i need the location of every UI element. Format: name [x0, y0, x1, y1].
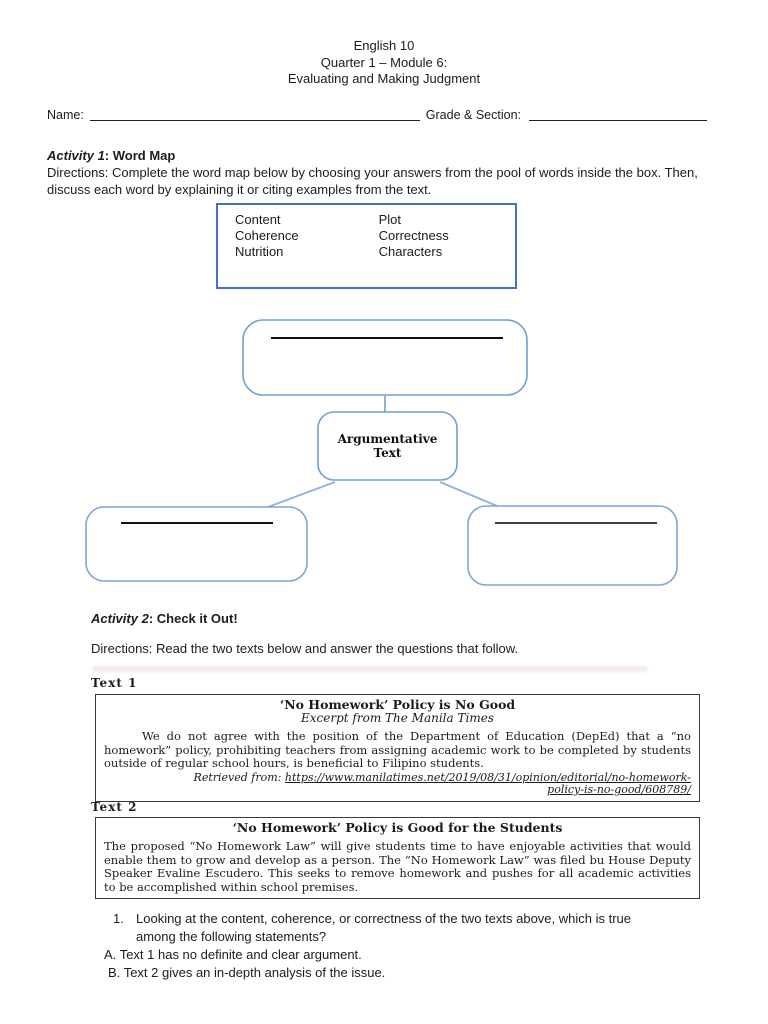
text1-box: ‘No Homework’ Policy is No Good Excerpt … [95, 694, 700, 802]
module-subtitle: Quarter 1 – Module 6: [320, 54, 448, 70]
text2-title: ‘No Homework’ Policy is Good for the Stu… [232, 820, 563, 835]
word-map-diagram [85, 319, 678, 586]
name-grade-row: Name: Grade & Section: [47, 106, 707, 122]
pool-word: Nutrition [235, 244, 284, 259]
text1-label: Text 1 [91, 676, 138, 690]
argumentative-text-label: Argumentative Text [337, 432, 438, 460]
name-blank-line [89, 106, 420, 121]
word-pool-column-2: Plot Correctness Characters [379, 212, 449, 260]
option-a: A. Text 1 has no definite and clear argu… [104, 946, 362, 964]
option-a-letter: A. [104, 947, 117, 962]
option-b-text: Text 2 gives an in-depth analysis of the… [123, 965, 386, 980]
pool-word: Characters [378, 244, 443, 259]
name-label: Name: [47, 108, 84, 122]
question-1-text: Looking at the content, coherence, or co… [136, 911, 631, 944]
pool-word: Correctness [378, 228, 449, 243]
source-url-line2[interactable]: policy-is-no-good/608789/ [547, 783, 691, 796]
word-map-top-box [242, 319, 528, 396]
module-topic: Evaluating and Making Judgment [287, 71, 481, 86]
activity2-heading: Activity 2: Check it Out! [91, 611, 238, 626]
question-1: 1. Looking at the content, coherence, or… [113, 910, 658, 945]
activity1-directions: Directions: Complete the word map below … [47, 165, 698, 197]
pool-word: Coherence [235, 228, 299, 243]
activity2-directions: Directions: Read the two texts below and… [91, 641, 519, 656]
word-pool-box: Content Coherence Nutrition Plot Correct… [216, 203, 517, 289]
text1-subtitle: Excerpt from The Manila Times [301, 711, 494, 725]
text1-body: We do not agree with the position of the… [104, 729, 691, 770]
course-title: English 10 [353, 38, 415, 53]
source-url-link[interactable]: https://www.manilatimes.net/2019/08/31/o… [285, 771, 691, 797]
pool-word: Content [235, 212, 281, 227]
text2-body: The proposed “No Homework Law” will give… [104, 839, 691, 894]
text1-title: ‘No Homework’ Policy is No Good [279, 697, 516, 712]
source-url-line1[interactable]: https://www.manilatimes.net/2019/08/31/o… [284, 770, 691, 784]
text1-source: Retrieved from: https://www.manilatimes.… [104, 770, 691, 797]
grade-section-label: Grade & Section: [425, 108, 521, 122]
scan-artifact-line [92, 666, 648, 672]
option-a-text: Text 1 has no definite and clear argumen… [119, 947, 362, 962]
activity2-title: : Check it Out! [148, 611, 238, 626]
question-1-number: 1. [113, 911, 124, 926]
activity2-label: Activity 2 [91, 611, 149, 626]
text2-label: Text 2 [91, 800, 138, 814]
word-map-center-box [317, 411, 458, 481]
word-map-bottom-left-box [85, 506, 308, 582]
word-map-bottom-right-box [467, 505, 678, 586]
option-b: B. Text 2 gives an in-depth analysis of … [108, 964, 385, 982]
document-header: English 10 Quarter 1 – Module 6: Evaluat… [0, 38, 768, 88]
source-prefix: Retrieved from: [193, 770, 285, 784]
activity1-label: Activity 1 [47, 148, 105, 163]
text2-box: ‘No Homework’ Policy is Good for the Stu… [95, 817, 700, 899]
pool-word: Plot [378, 212, 402, 227]
word-pool-column-1: Content Coherence Nutrition [235, 212, 375, 260]
option-b-letter: B. [108, 965, 121, 980]
connector-right [439, 481, 498, 507]
grade-section-blank-line [529, 106, 707, 121]
activity1-heading: Activity 1: Word Map [47, 148, 175, 163]
connector-left [267, 481, 336, 508]
activity1-title: : Word Map [104, 148, 176, 163]
